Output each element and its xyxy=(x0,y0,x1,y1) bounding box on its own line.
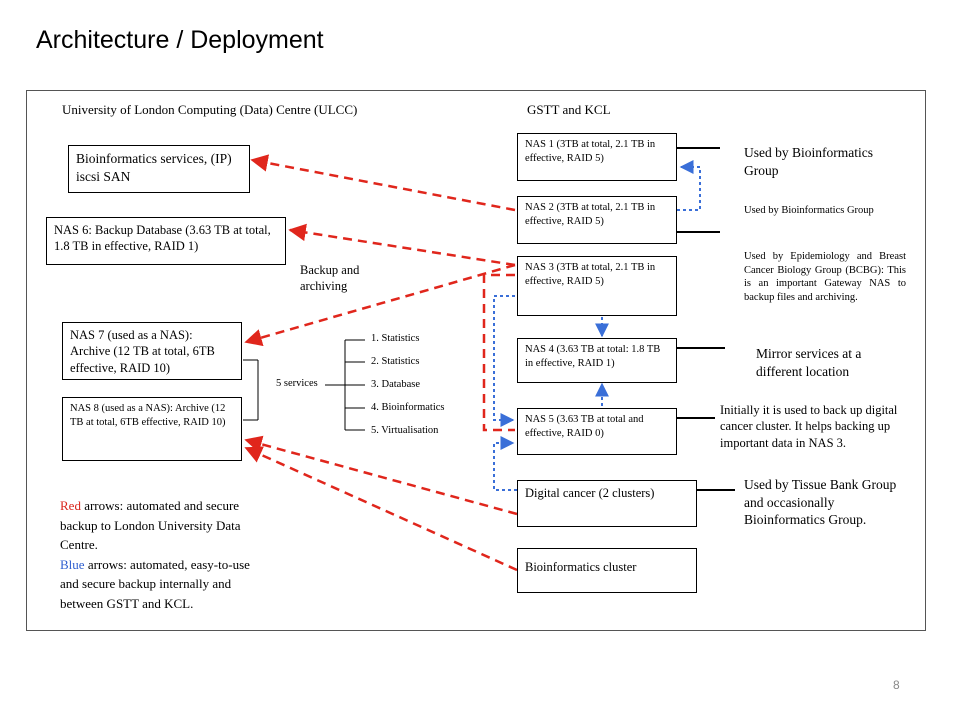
header-gstt-kcl: GSTT and KCL xyxy=(527,102,611,117)
nas2-box: NAS 2 (3TB at total, 2.1 TB in effective… xyxy=(517,196,677,244)
page-number: 8 xyxy=(893,678,900,692)
nas4-box: NAS 4 (3.63 TB at total: 1.8 TB in effec… xyxy=(517,338,677,383)
nas7-box: NAS 7 (used as a NAS): Archive (12 TB at… xyxy=(62,322,242,380)
note-nas2: Used by Bioinformatics Group xyxy=(744,205,874,216)
legend-red-text: arrows: automated and secure backup to L… xyxy=(60,498,241,552)
red-arrow-bioinf-cluster-to-nas8 xyxy=(244,446,518,572)
nas8-box: NAS 8 (used as a NAS): Archive (12 TB at… xyxy=(62,397,242,461)
diagram-frame xyxy=(26,90,926,631)
red-arrow-nas3-to-nas7 xyxy=(244,263,516,347)
legend-blue-text: arrows: automated, easy-to-use and secur… xyxy=(60,556,250,611)
red-arrow-nas2-to-bioinf-services xyxy=(250,154,516,212)
blue-arrow-nas3-to-nas5 xyxy=(493,295,515,427)
service-item: 3. Database xyxy=(371,379,420,390)
header-ulcc: University of London Computing (Data) Ce… xyxy=(62,102,358,117)
nas5-box: NAS 5 (3.63 TB at total and effective, R… xyxy=(517,408,677,455)
service-item: 1. Statistics xyxy=(371,333,420,344)
note-nas4: Mirror services at a different location xyxy=(756,346,862,379)
blue-arrow-nas2-to-nas1 xyxy=(677,160,701,211)
nas3-box: NAS 3 (3TB at total, 2.1 TB in effective… xyxy=(517,256,677,316)
legend-blue-word: Blue xyxy=(60,556,85,572)
bioinformatics-services-box: Bioinformatics services, (IP) iscsi SAN xyxy=(68,145,250,193)
red-line-nas3-to-nas5 xyxy=(482,273,515,432)
service-item: 5. Virtualisation xyxy=(371,425,439,436)
nas6-box: NAS 6: Backup Database (3.63 TB at total… xyxy=(46,217,286,265)
digital-cancer-box: Digital cancer (2 clusters) xyxy=(517,480,697,527)
service-item: 4. Bioinformatics xyxy=(371,402,445,413)
nas1-box: NAS 1 (3TB at total, 2.1 TB in effective… xyxy=(517,133,677,181)
legend-red-word: Red xyxy=(60,498,81,513)
note-nas3: Used by Epidemiology and Breast Cancer B… xyxy=(744,251,906,303)
services-count-label: 5 services xyxy=(276,378,318,389)
service-item: 2. Statistics xyxy=(371,356,420,367)
bioinformatics-cluster-box: Bioinformatics cluster xyxy=(517,548,697,593)
red-arrow-nas3-to-nas6 xyxy=(288,223,516,267)
red-arrow-digital-cancer-to-nas8 xyxy=(244,435,518,516)
note-nas1: Used by Bioinformatics Group xyxy=(744,145,873,178)
note-nas5: Initially it is used to back up digital … xyxy=(720,403,898,450)
blue-arrow-digital-cancer-to-nas5 xyxy=(493,436,517,491)
note-digital-cancer: Used by Tissue Bank Group and occasional… xyxy=(744,477,897,528)
page-title: Architecture / Deployment xyxy=(36,26,324,54)
legend: Red arrows: automated and secure backup … xyxy=(60,496,260,613)
backup-archiving-label: Backup and archiving xyxy=(300,263,360,294)
